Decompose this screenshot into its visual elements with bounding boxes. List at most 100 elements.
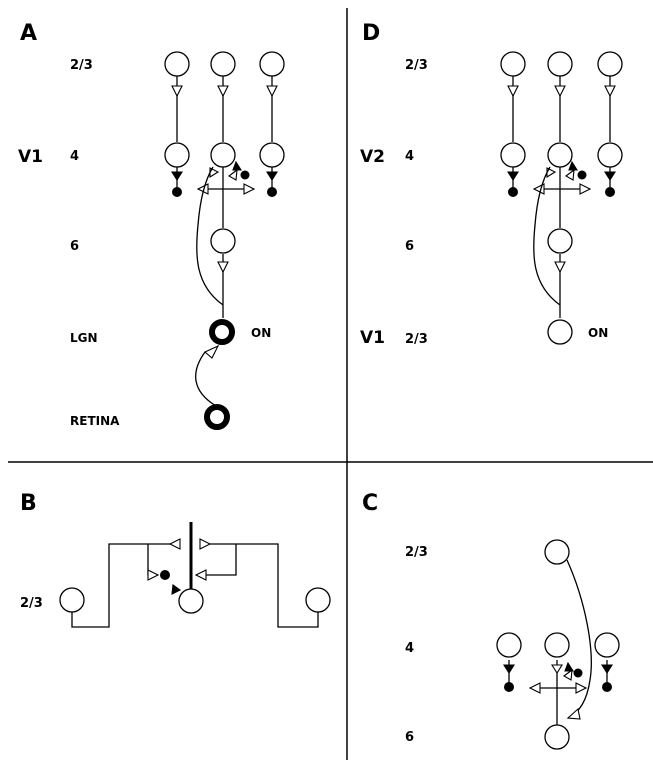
panel-d-region-v1: V1 (360, 328, 385, 348)
a-inhib-small-synapse (232, 160, 242, 171)
panel-d-layer-4: 4 (405, 149, 414, 164)
d-inhib-right-synapse (604, 171, 616, 182)
c-long-projection (566, 559, 592, 719)
c-cell-4-right (594, 632, 620, 658)
c-synapse-left-arrow (528, 682, 541, 694)
a-synapse-right-arrow (243, 183, 256, 195)
b-inner-right (196, 544, 237, 576)
panel-a-layer-23: 2/3 (70, 58, 93, 73)
panel-a-on-label: ON (251, 326, 271, 340)
panel-a-retina-label: RETINA (70, 414, 120, 428)
d-cell-23-mid (547, 51, 573, 77)
a-retina-axon (195, 351, 217, 407)
a-cell-23-right (259, 51, 285, 77)
a-inhib-small-cell (240, 170, 250, 180)
c-cell-23 (544, 539, 570, 565)
a-inhib-left-synapse (171, 171, 183, 182)
b-synapse-inner-left (147, 569, 160, 581)
panel-d-on-label: ON (588, 326, 608, 340)
c-inhib-left-synapse (503, 664, 515, 675)
a-inhib-right-synapse (266, 171, 278, 182)
a-cell-4-right (259, 142, 285, 168)
panel-c-layer-23: 2/3 (405, 545, 428, 560)
c-inhib-left-cell (504, 682, 514, 692)
panel-d-label: D (362, 21, 380, 46)
panel-b-label: B (20, 491, 37, 516)
a-cell-4-left (164, 142, 190, 168)
a-retina-cell (204, 404, 230, 430)
b-cell-left (59, 587, 85, 613)
d-synapse-23-right (604, 85, 616, 98)
a-inhib-right-cell (267, 187, 277, 197)
b-synapse-inner-right (194, 569, 207, 581)
d-cell-23-left (500, 51, 526, 77)
panel-b: B 2/3 (20, 491, 331, 628)
b-left-long-range (71, 543, 180, 628)
d-inhib-right-cell (605, 187, 615, 197)
d-synapse-23-left (507, 85, 519, 98)
d-synapse-23-mid (554, 85, 566, 98)
c-synapse-layer6 (566, 707, 581, 720)
c-synapse-up-left (551, 664, 563, 675)
d-v1-axon-curve (533, 166, 561, 306)
panel-c: C 2/3 4 6 (362, 491, 620, 750)
panel-a-layer-6: 6 (70, 239, 79, 254)
panel-a: A V1 2/3 4 6 LGN RETINA ON (18, 21, 285, 430)
c-inhib-right-synapse (601, 664, 613, 675)
b-synapse-left-top (168, 538, 181, 550)
d-cell-23-right (597, 51, 623, 77)
panel-c-layer-6: 6 (405, 730, 414, 745)
b-cell-center (178, 588, 204, 614)
c-inhib-right-cell (602, 682, 612, 692)
a-lgn-cell (209, 319, 235, 345)
c-synapse-up-right (563, 668, 573, 681)
d-inhib-small-synapse (568, 160, 578, 171)
d-cell-6 (547, 228, 573, 254)
a-synapse-up-right (228, 168, 238, 181)
d-cell-4-mid (547, 142, 573, 168)
a-synapse-layer6 (217, 261, 229, 274)
b-inhib-synapse (171, 584, 182, 595)
a-synapse-23-mid (217, 85, 229, 98)
panel-d-layer-6: 6 (405, 239, 414, 254)
c-synapse-right-arrow (575, 682, 588, 694)
a-synapse-retina (203, 344, 220, 359)
b-synapse-right-top (199, 538, 212, 550)
c-cell-6 (544, 724, 570, 750)
panel-b-layer-23: 2/3 (20, 596, 43, 611)
d-inhib-left-synapse (507, 171, 519, 182)
a-cell-23-left (164, 51, 190, 77)
c-inhib-small-cell (573, 668, 583, 678)
panel-d: D V2 V1 2/3 4 6 2/3 ON (360, 21, 623, 348)
d-cell-4-right (597, 142, 623, 168)
a-synapse-23-left (171, 85, 183, 98)
b-cell-right (305, 587, 331, 613)
panel-a-lgn-label: LGN (70, 331, 98, 345)
d-synapse-layer6 (554, 261, 566, 274)
a-synapse-23-right (266, 85, 278, 98)
d-inhib-left-cell (508, 187, 518, 197)
panel-c-layer-4: 4 (405, 641, 414, 656)
a-cell-23-mid (210, 51, 236, 77)
panel-c-label: C (362, 491, 378, 516)
panel-d-layer-23: 2/3 (405, 58, 428, 73)
b-right-long-range (200, 543, 319, 628)
b-inhib-cell (160, 570, 170, 580)
panel-d-region-v2: V2 (360, 147, 385, 167)
c-inhib-small-synapse (564, 661, 574, 672)
d-synapse-right-arrow (579, 183, 592, 195)
c-cell-4-mid (544, 632, 570, 658)
d-inhib-small-cell (577, 170, 587, 180)
a-lgn-axon-curve (196, 166, 224, 306)
d-v1-cell (547, 319, 573, 345)
panel-d-layer-v1-23: 2/3 (405, 332, 428, 347)
d-cell-4-left (500, 142, 526, 168)
panel-a-label: A (20, 21, 37, 46)
panel-a-layer-4: 4 (70, 149, 79, 164)
a-inhib-left-cell (172, 187, 182, 197)
panel-a-region-v1: V1 (18, 147, 43, 167)
a-cell-6 (210, 228, 236, 254)
c-cell-4-left (496, 632, 522, 658)
